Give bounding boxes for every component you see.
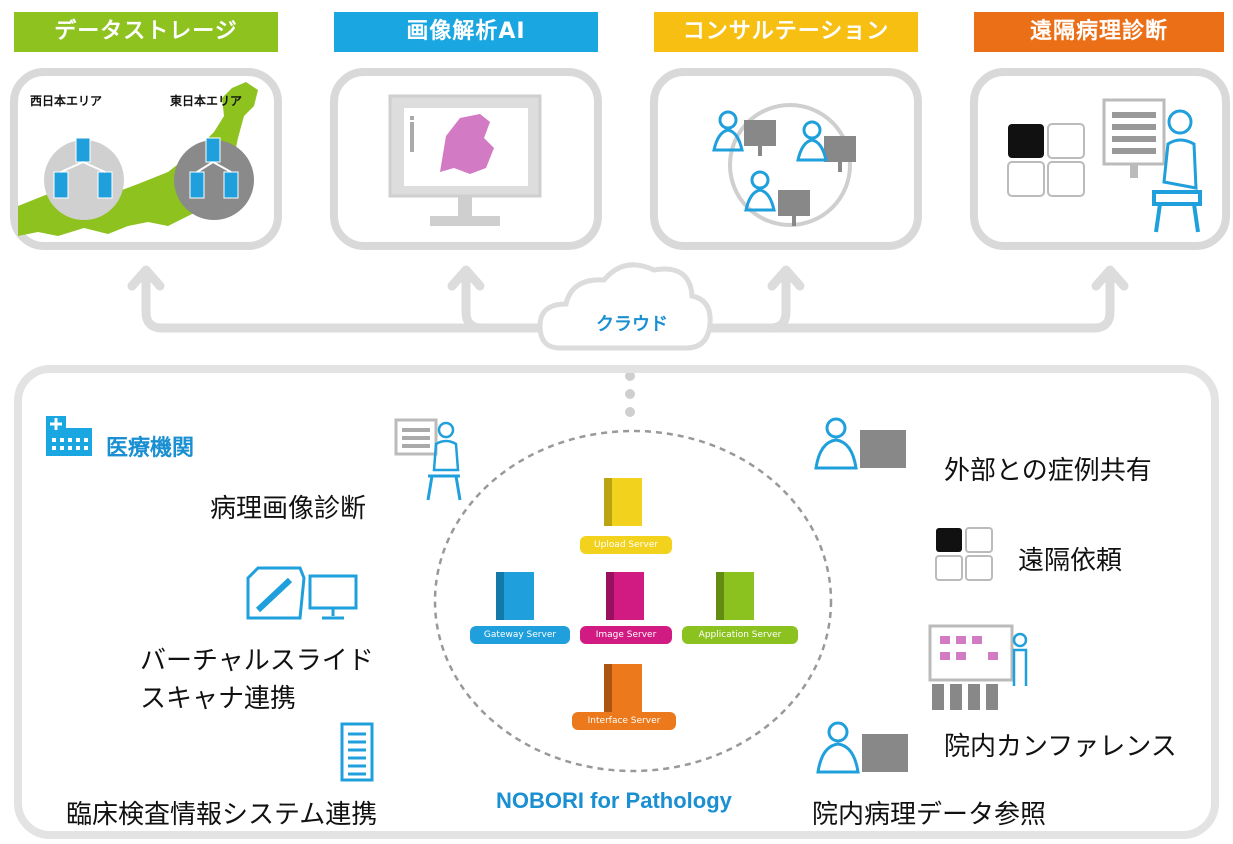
facility-label: 医療機関 xyxy=(106,436,195,461)
service-label-storage: データストレージ xyxy=(14,12,278,52)
service-box-consultation xyxy=(650,68,922,250)
feature-diagnosis: 病理画像診断 xyxy=(210,493,367,523)
service-label-consultation: コンサルテーション xyxy=(654,12,918,52)
service-box-telepathology xyxy=(970,68,1230,250)
hospital-icon xyxy=(46,416,92,456)
data-reference-icon xyxy=(816,721,908,774)
application-server-icon xyxy=(716,572,754,620)
east-japan-label: 東日本エリア xyxy=(170,94,243,108)
telepathology-illustration xyxy=(1007,98,1202,233)
gateway-server-icon xyxy=(496,572,534,620)
pathologist-icon xyxy=(394,418,462,501)
west-japan-label: 西日本エリア xyxy=(30,94,103,108)
conference-icon xyxy=(928,624,1028,710)
service-label-ai: 画像解析AI xyxy=(334,12,598,52)
service-label-telepathology: 遠隔病理診断 xyxy=(974,12,1224,52)
image-server-label: Image Server xyxy=(580,626,672,644)
consultation-illustration xyxy=(712,103,856,227)
server-cluster-ring xyxy=(433,429,833,773)
remote-request-icon xyxy=(935,527,993,581)
case-sharing-icon xyxy=(814,417,906,470)
interface-server-label: Interface Server xyxy=(572,712,676,730)
feature-data-reference: 院内病理データ参照 xyxy=(812,799,1047,829)
feature-scanner-line1: バーチャルスライド xyxy=(140,645,374,675)
interface-server-icon xyxy=(604,664,642,712)
feature-remote-request: 遠隔依頼 xyxy=(1018,545,1123,575)
image-server-icon xyxy=(606,572,644,620)
cloud-label: クラウド xyxy=(596,314,668,335)
feature-lis: 臨床検査情報システム連携 xyxy=(66,799,378,829)
japan-map-illustration xyxy=(18,82,258,236)
ai-monitor-icon xyxy=(388,94,542,226)
upload-server-label: Upload Server xyxy=(580,536,672,554)
scanner-monitor-icon xyxy=(246,566,358,620)
application-server-label: Application Server xyxy=(682,626,798,644)
lis-document-icon xyxy=(340,722,374,782)
upload-server-icon xyxy=(604,478,642,526)
feature-conference: 院内カンファレンス xyxy=(944,731,1177,761)
feature-case-sharing: 外部との症例共有 xyxy=(944,455,1152,485)
product-name: NOBORI for Pathology xyxy=(496,788,732,813)
gateway-server-label: Gateway Server xyxy=(470,626,570,644)
facility-panel xyxy=(14,365,1219,839)
feature-scanner-line2: スキャナ連携 xyxy=(140,683,297,713)
